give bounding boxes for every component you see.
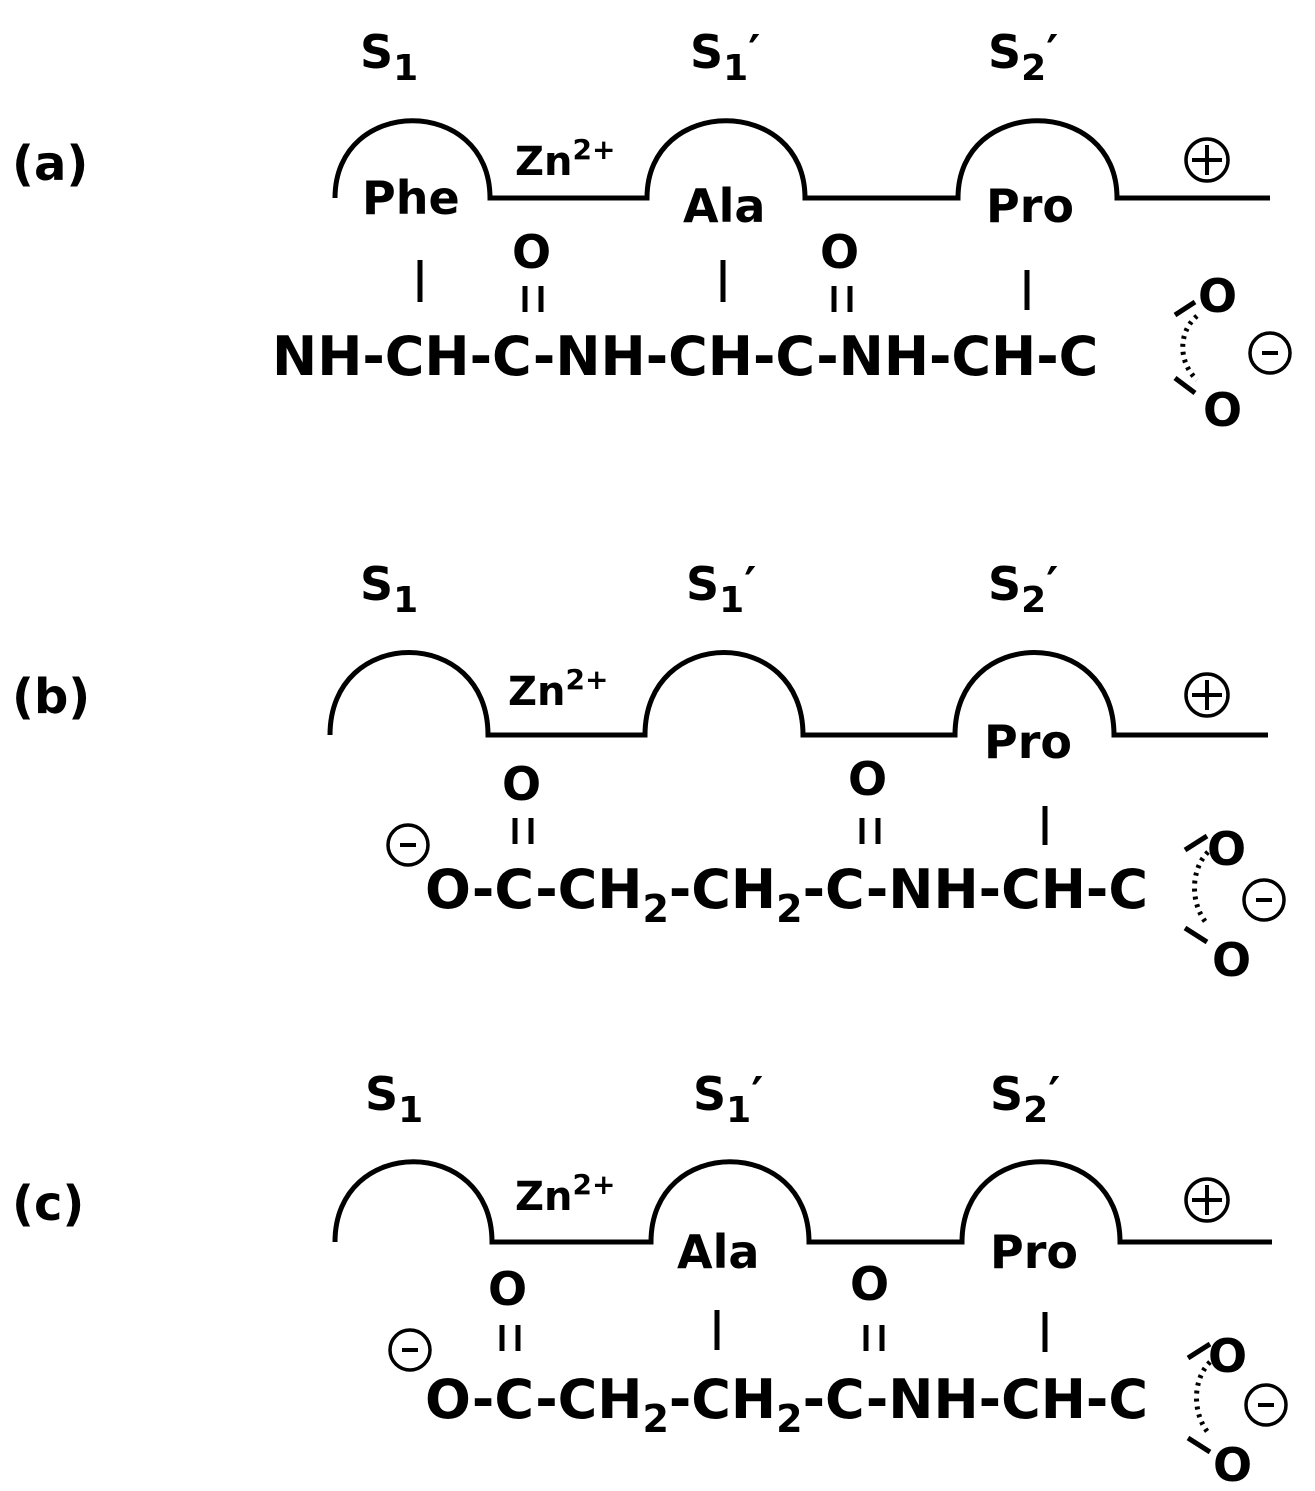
subsite-s1-label: S1 <box>365 1067 423 1131</box>
peptide-backbone: NH-CH-C-NH-CH-C-NH-CH-C <box>272 325 1098 388</box>
subsite-s1-prime-label: S1′ <box>693 1067 763 1131</box>
carboxylate-group: O O <box>1173 269 1242 437</box>
carbonyl-oxygen: O <box>488 1262 527 1316</box>
negative-charge-icon <box>1248 331 1292 375</box>
carboxylate-oxygen: O <box>1207 822 1246 876</box>
carboxylate-group: O O <box>1186 1329 1252 1491</box>
double-bond <box>859 818 881 844</box>
panel-label: (a) <box>12 136 88 192</box>
panel-b: (b) S1 S1′ S2′ Zn2+ Pro O O O-C-CH2-CH2-… <box>12 557 1286 987</box>
pocket-residue-ala: Ala <box>677 1225 759 1279</box>
pocket-residue-pro: Pro <box>984 715 1072 769</box>
carboxylate-oxygen: O <box>1213 1438 1252 1491</box>
panel-a: (a) S1 S1′ S2′ Zn2+ Phe Ala Pro O O <box>12 25 1292 437</box>
subsite-s1-label: S1 <box>360 25 418 89</box>
subsite-s2-prime-label: S2′ <box>988 557 1058 621</box>
zinc-ion-label: Zn2+ <box>515 1168 615 1220</box>
pocket-residue-ala: Ala <box>683 179 765 233</box>
enzyme-surface <box>332 1159 1272 1245</box>
subsite-s1-prime-label: S1′ <box>690 25 760 89</box>
enzyme-surface <box>332 118 1270 201</box>
pocket-residue-phe: Phe <box>362 171 460 225</box>
carboxylate-oxygen: O <box>1198 269 1237 323</box>
enzyme-surface <box>327 650 1268 738</box>
positive-charge-icon <box>1184 1177 1230 1223</box>
panel-label: (b) <box>12 669 90 725</box>
subsite-s1-prime-label: S1′ <box>686 557 756 621</box>
carbonyl-oxygen: O <box>512 225 551 279</box>
carboxylate-oxygen: O <box>1208 1329 1247 1383</box>
carbonyl-oxygen: O <box>848 752 887 806</box>
negative-charge-icon <box>1242 878 1286 922</box>
double-bond <box>512 818 534 844</box>
double-bond <box>831 286 853 312</box>
succinyl-alanyl-proline-backbone: O-C-CH2-CH2-C-NH-CH-C <box>425 1368 1148 1441</box>
negative-charge-icon <box>1244 1383 1288 1427</box>
zinc-ion-label: Zn2+ <box>508 663 608 715</box>
positive-charge-icon <box>1184 672 1230 718</box>
carbonyl-oxygen: O <box>820 225 859 279</box>
carboxylate-group: O O <box>1183 822 1251 987</box>
double-bond <box>499 1325 521 1351</box>
subsite-s1-label: S1 <box>360 557 418 621</box>
panel-label: (c) <box>12 1176 84 1232</box>
zinc-ion-label: Zn2+ <box>515 133 615 185</box>
subsite-s2-prime-label: S2′ <box>990 1067 1060 1131</box>
pocket-residue-pro: Pro <box>990 1225 1078 1279</box>
carboxylate-oxygen: O <box>1203 383 1242 437</box>
succinyl-proline-backbone: O-C-CH2-CH2-C-NH-CH-C <box>425 858 1148 931</box>
double-bond <box>522 286 544 312</box>
pocket-residue-pro: Pro <box>986 179 1074 233</box>
carboxylate-oxygen: O <box>1212 933 1251 987</box>
double-bond <box>863 1325 885 1351</box>
carbonyl-oxygen: O <box>850 1257 889 1311</box>
panel-c: (c) S1 S1′ S2′ Zn2+ Ala Pro O O O-C-C <box>12 1067 1288 1491</box>
subsite-s2-prime-label: S2′ <box>988 25 1058 89</box>
negative-charge-icon <box>388 1328 432 1372</box>
carbonyl-oxygen: O <box>502 757 541 811</box>
positive-charge-icon <box>1184 137 1230 183</box>
negative-charge-icon <box>386 823 430 867</box>
